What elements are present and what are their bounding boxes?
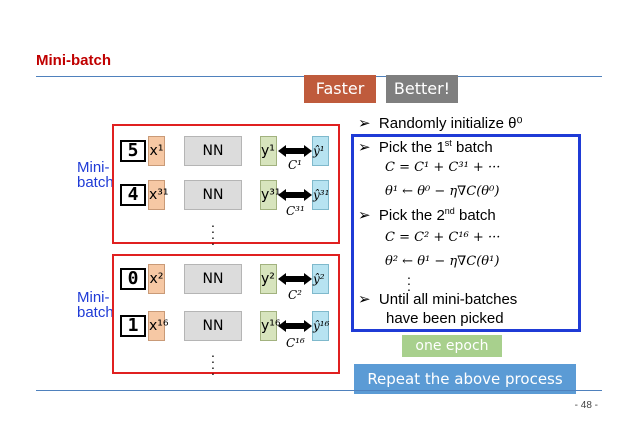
pick1-sup: st [444, 138, 452, 148]
slide-title: Mini-batch [36, 52, 111, 69]
input-x16: x¹⁶ [148, 311, 169, 341]
double-arrow-icon [278, 273, 312, 285]
page-number: - 48 - [574, 400, 598, 411]
batch1-label-line2: batch [77, 174, 114, 191]
input-x1: x¹ [148, 136, 165, 166]
eq-cost-batch1: C = C¹ + C³¹ + ··· [385, 160, 501, 175]
cost-c2: C² [288, 288, 302, 302]
step-pick2: ➢ Pick the 2nd batch [358, 206, 496, 224]
one-epoch-tag: one epoch [402, 335, 502, 357]
output-y2: y² [260, 264, 277, 294]
output-y1: y¹ [260, 136, 277, 166]
digit-image-4: 4 [120, 184, 146, 206]
output-y31: y³¹ [260, 180, 281, 210]
pick1-post: batch [451, 139, 493, 156]
step-until: ➢ Until all mini-batches [358, 290, 517, 308]
target-yhat2: ŷ² [312, 264, 329, 294]
target-yhat31: ŷ³¹ [312, 180, 329, 210]
pick1-text: Pick the 1 [378, 139, 445, 156]
double-arrow-icon [278, 189, 312, 201]
better-tag: Better! [386, 75, 458, 103]
nn-box: NN [184, 264, 242, 294]
batch1-frame [112, 124, 340, 244]
input-x2: x² [148, 264, 165, 294]
eq-update-theta1: θ¹ ← θ⁰ − η∇C(θ⁰) [385, 184, 500, 199]
pick2-post: batch [454, 207, 496, 224]
footer-rule [36, 390, 602, 391]
target-yhat16: ŷ¹⁶ [312, 311, 329, 341]
cost-c31: C³¹ [286, 204, 305, 218]
batch1-label-line1: Mini- [77, 159, 110, 176]
eq-update-theta2: θ² ← θ¹ − η∇C(θ¹) [385, 254, 500, 269]
batch1-label: Mini- batch [77, 159, 114, 191]
digit-image-0: 0 [120, 268, 146, 290]
batch2-label-line2: batch [77, 304, 114, 321]
double-arrow-icons [278, 145, 312, 332]
pick2-sup: nd [444, 206, 455, 216]
until-line2: have been picked [386, 310, 504, 327]
target-yhat1: ŷ¹ [312, 136, 329, 166]
arrow-bullet-icon: ➢ [358, 139, 371, 156]
double-arrow-icon [278, 320, 312, 332]
cost-c16: C¹⁶ [286, 336, 305, 350]
nn-box: NN [184, 180, 242, 210]
double-arrow-icon [278, 145, 312, 157]
batch2-label: Mini- batch [77, 289, 114, 321]
batch2-vertical-dots: ···· [210, 347, 216, 381]
algorithm-box [351, 134, 581, 332]
faster-tag: Faster [304, 75, 376, 103]
step-pick1: ➢ Pick the 1st batch [358, 138, 493, 156]
pick2-text: Pick the 2 [378, 207, 445, 224]
until-line1: Until all mini-batches [378, 291, 518, 308]
step-init-text: Randomly initialize θ⁰ [378, 115, 523, 132]
digit-image-5: 5 [120, 140, 146, 162]
steps-vertical-dots: ··· [406, 269, 412, 297]
input-x31: x³¹ [148, 180, 169, 210]
eq-cost-batch2: C = C² + C¹⁶ + ··· [385, 230, 501, 245]
batch1-vertical-dots: ···· [210, 217, 216, 251]
batch2-label-line1: Mini- [77, 289, 110, 306]
nn-box: NN [184, 136, 242, 166]
arrow-bullet-icon: ➢ [358, 207, 371, 224]
batch2-frame [112, 254, 340, 374]
digit-image-1: 1 [120, 315, 146, 337]
output-y16: y¹⁶ [260, 311, 281, 341]
cost-c1: C¹ [288, 158, 302, 172]
arrow-bullet-icon: ➢ [358, 115, 371, 132]
arrow-bullet-icon: ➢ [358, 291, 371, 308]
nn-box: NN [184, 311, 242, 341]
step-init: ➢ Randomly initialize θ⁰ [358, 114, 523, 132]
repeat-tag: Repeat the above process [354, 364, 576, 394]
